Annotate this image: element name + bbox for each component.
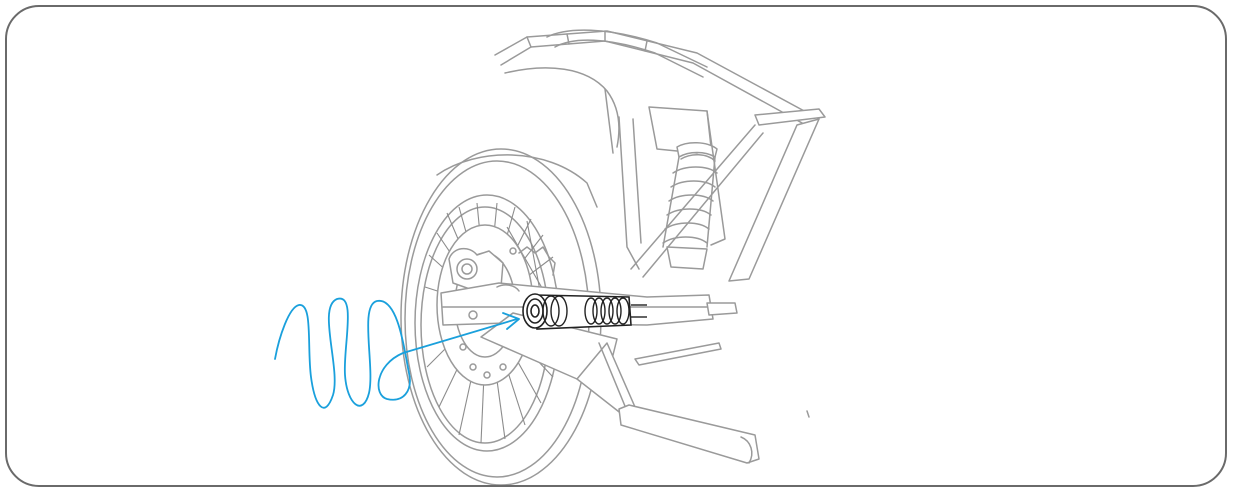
rear-shock-absorber (662, 110, 726, 270)
insert-motion-arrow (274, 297, 520, 409)
illustration-frame (5, 5, 1227, 487)
stray-mark (806, 410, 810, 418)
subframe (494, 29, 826, 282)
rear-axle-assembly (522, 293, 647, 330)
motorcycle-rear-wheel-illustration (274, 29, 826, 485)
